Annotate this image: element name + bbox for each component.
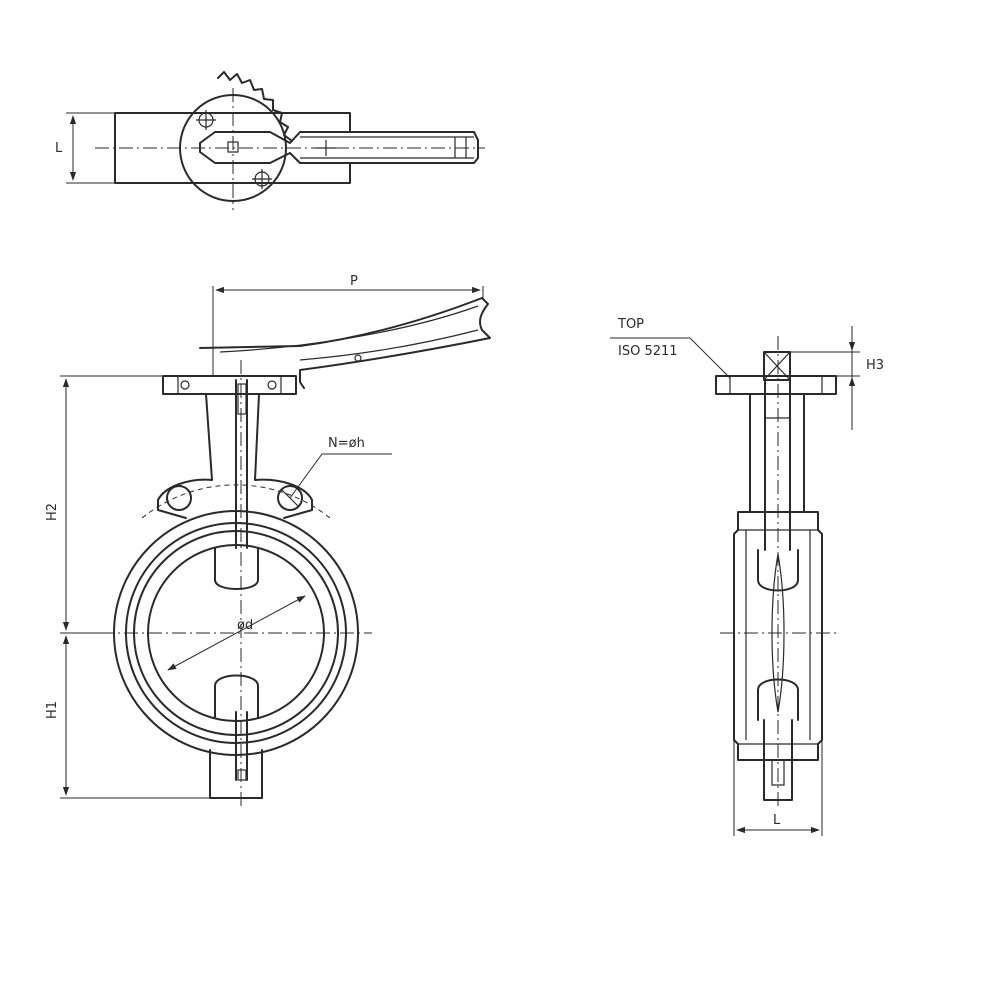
disc-hub-lower [214,674,259,719]
stem [235,379,248,549]
stem-top-square [763,351,791,381]
H2-label: H2 [45,503,60,521]
top-L-extension [66,112,115,184]
lug-hole-left [166,485,192,511]
side-liner [745,530,811,740]
side-hub-upper [757,549,799,592]
side-L-extension [733,740,823,836]
lower-stem [235,711,248,781]
side-L-label: L [773,813,781,828]
bolt-lower [252,169,272,189]
front-handle-inner [219,305,479,361]
side-neck [749,393,805,513]
lower-neck [209,749,263,799]
front-handle-outer [199,297,491,389]
bolt-circle-arc [141,484,331,519]
handle-pivot [354,354,362,362]
side-disc [771,553,785,713]
bolt-upper [196,110,216,130]
H3-extension [790,326,860,430]
lug-hole-right [277,485,303,511]
side-flange-bolts [729,376,823,394]
stem-key [237,383,247,415]
flange-hole-left [180,380,190,390]
top-view: L [55,71,485,210]
top-L-label: L [55,141,63,156]
ISO-label: ISO 5211 [618,344,678,359]
TOP-label: TOP [617,317,644,332]
d-label: ød [237,618,253,633]
H-extensions [60,375,210,799]
side-lower-stem [771,760,785,786]
front-view: P [45,274,491,808]
N-leader [289,453,392,499]
flange-bolts [177,376,282,394]
handle-detail [300,136,474,159]
top-flange [162,375,297,395]
gear-sector [217,71,293,142]
N-label: N=øh [328,436,365,451]
lower-stem-key [237,769,247,781]
P-label: P [350,274,358,289]
d-dimension [167,595,306,671]
iso-leader [610,337,731,379]
side-stem [764,379,791,551]
disc-hub-upper [214,547,259,590]
side-view: TOP ISO 5211 H3 L [610,317,884,836]
flange-hole-right [267,380,277,390]
H3-label: H3 [866,358,884,373]
side-flange [715,375,837,395]
P-extension [212,286,484,375]
H1-label: H1 [45,701,60,719]
